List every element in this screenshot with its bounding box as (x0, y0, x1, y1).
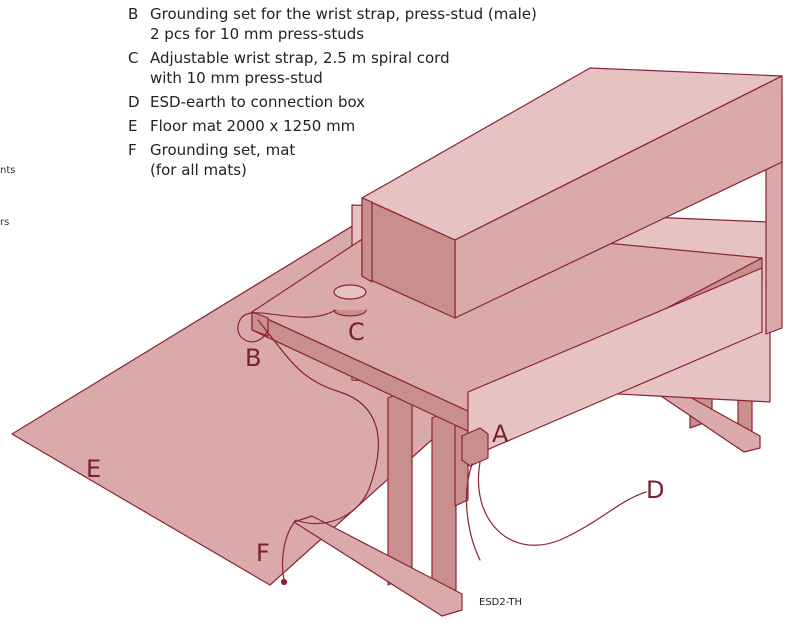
callout-c: C (348, 318, 365, 346)
callout-b: B (245, 344, 261, 372)
side-text-fragment: rs (0, 217, 10, 228)
mat-grounding-cord (257, 319, 379, 581)
shelf-end-panel (361, 197, 373, 283)
esd-earth-cord (478, 461, 647, 546)
legend-text: Floor mat 2000 x 1250 mm (150, 117, 356, 135)
side-text-fragment: nts (0, 165, 16, 176)
callout-e: E (86, 455, 101, 483)
front-foot (293, 515, 463, 617)
callout-d: D (646, 476, 664, 504)
mat-grounding-stud (280, 578, 288, 586)
legend-key: E (128, 117, 138, 135)
legend-item-f: F Grounding set, mat (for all mats) (128, 140, 537, 180)
wrist-strap-cord (237, 309, 337, 343)
box-cord (465, 463, 481, 561)
legend-text: Grounding set, mat (for all mats) (150, 141, 296, 179)
legend-text: Adjustable wrist strap, 2.5 m spiral cor… (150, 49, 450, 87)
legend-item-b: B Grounding set for the wrist strap, pre… (128, 4, 537, 44)
legend-item-e: E Floor mat 2000 x 1250 mm (128, 116, 537, 136)
front-leg-right (431, 407, 457, 601)
legend-text: Grounding set for the wrist strap, press… (150, 5, 537, 43)
connection-box (461, 427, 489, 467)
callout-f: F (256, 539, 270, 567)
desk-corner-block (251, 311, 269, 337)
legend-key: B (128, 5, 139, 23)
legend-item-d: D ESD-earth to connection box (128, 92, 537, 112)
wrist-strap-knob-top (333, 284, 367, 300)
legend-text: ESD-earth to connection box (150, 93, 366, 111)
legend-item-c: C Adjustable wrist strap, 2.5 m spiral c… (128, 48, 537, 88)
callout-a: A (492, 420, 509, 448)
model-code: ESD2-TH (479, 597, 523, 608)
legend-key: C (128, 49, 139, 67)
front-leg-left (387, 387, 413, 586)
parts-legend: B Grounding set for the wrist strap, pre… (128, 4, 537, 184)
legend-key: D (128, 93, 140, 111)
legend-key: F (128, 141, 137, 159)
